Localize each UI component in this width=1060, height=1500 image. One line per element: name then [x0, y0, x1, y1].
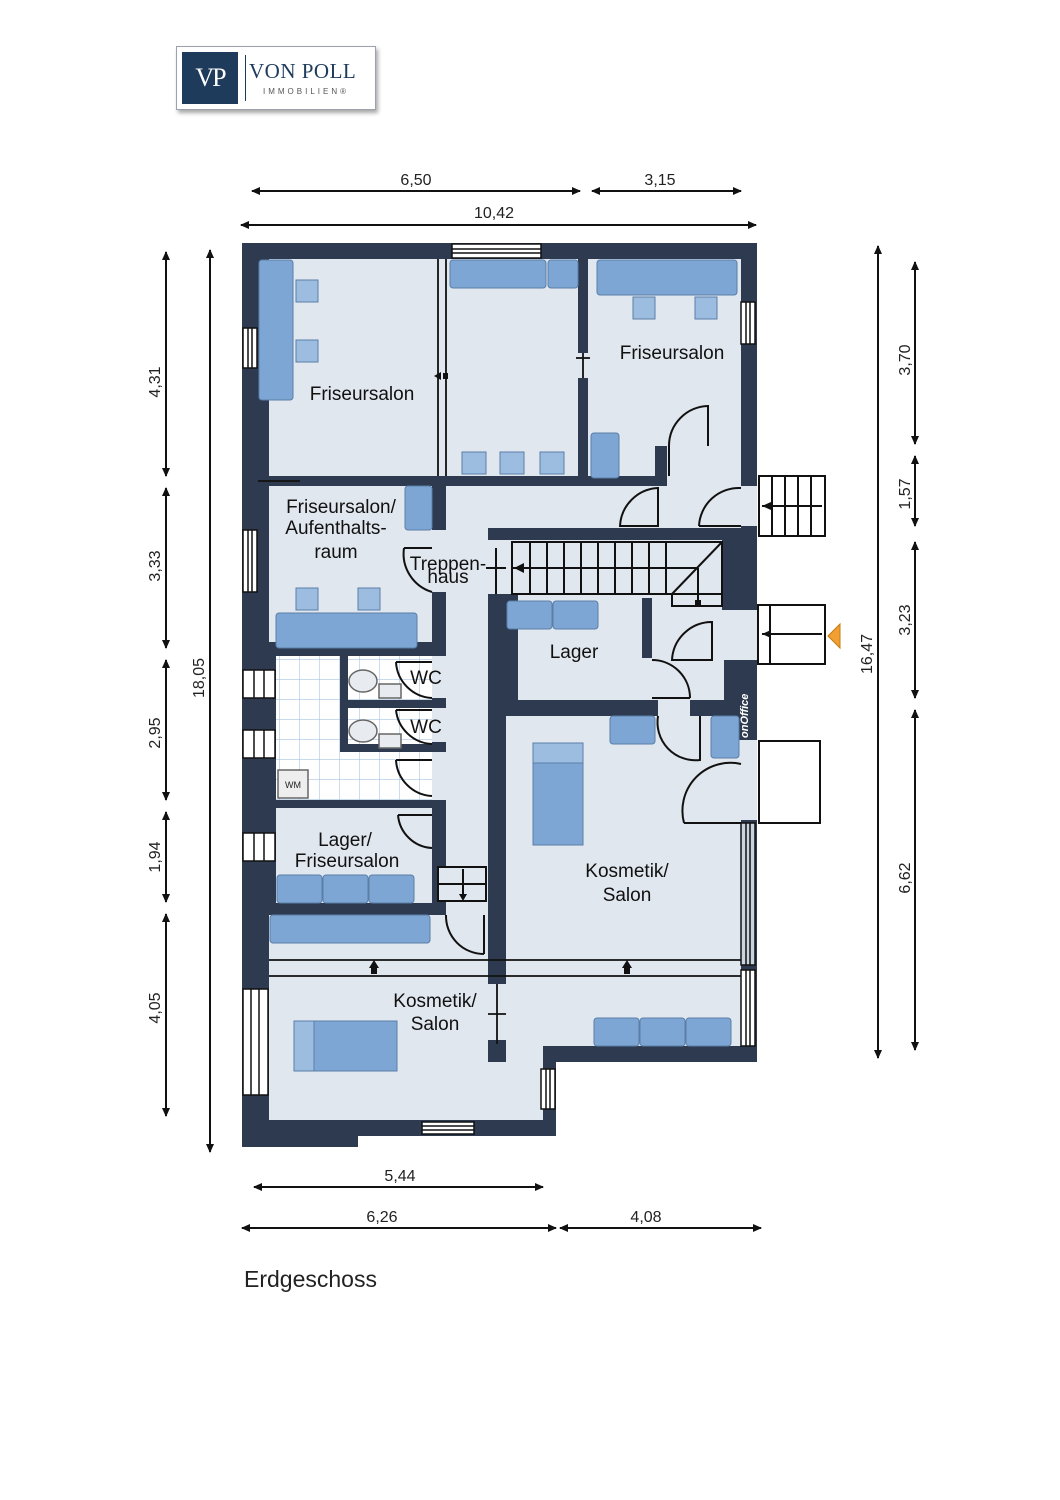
dimensions-left	[162, 249, 214, 1153]
furniture	[258, 259, 740, 1072]
room-label-treppenhaus-1: Treppen-	[410, 554, 486, 575]
entrance-openings	[741, 486, 757, 820]
room-label-friseursalon-aufenthalt-1: Friseursalon/	[286, 497, 397, 518]
dim-bottom-2: 6,26	[366, 1209, 397, 1226]
dim-left-total: 18,05	[191, 658, 208, 698]
dim-bottom-3: 4,08	[630, 1209, 661, 1226]
room-label-lager-friseursalon-2: Friseursalon	[295, 851, 400, 872]
room-label-lager-friseursalon-1: Lager/	[318, 830, 373, 851]
room-label-wm: WM	[285, 780, 301, 790]
dim-left-3: 2,95	[147, 717, 164, 748]
partitions	[258, 259, 741, 1044]
room-label-kosmetik-2a: Kosmetik/	[393, 991, 477, 1012]
entrance-marker-icon	[827, 622, 841, 650]
logo-mark: VP	[182, 52, 238, 104]
dim-top-total: 10,42	[474, 205, 514, 222]
dim-bottom-1: 5,44	[384, 1168, 415, 1185]
dim-top-2: 3,15	[644, 172, 675, 189]
dimensions-bottom	[241, 1183, 762, 1232]
staircase	[486, 541, 723, 607]
room-label-wc-2: WC	[410, 717, 442, 738]
room-labels: Friseursalon Friseursalon Friseursalon/ …	[285, 343, 724, 1035]
dim-left-5: 4,05	[147, 992, 164, 1023]
logo-divider	[245, 55, 246, 101]
partition-markers	[369, 372, 632, 974]
room-label-kosmetik-1b: Salon	[603, 885, 652, 906]
onoffice-watermark: onOffice	[739, 694, 751, 738]
von-poll-logo: VP VON POLL IMMOBILIEN®	[176, 46, 376, 110]
entrance-steps	[757, 475, 826, 824]
inner-steps	[437, 866, 487, 902]
dim-right-3: 3,23	[897, 604, 914, 635]
dim-right-2: 1,57	[897, 478, 914, 509]
dim-left-2: 3,33	[147, 550, 164, 581]
floor-label: Erdgeschoss	[244, 1266, 377, 1292]
room-label-wc-1: WC	[410, 668, 442, 689]
dim-right-4: 6,62	[897, 862, 914, 893]
room-label-friseursalon-aufenthalt-3: raum	[314, 542, 357, 563]
sanitary-fixtures	[277, 669, 402, 799]
room-label-lager: Lager	[550, 642, 599, 663]
dimensions-top	[240, 187, 757, 229]
room-label-kosmetik-1a: Kosmetik/	[585, 861, 669, 882]
room-label-friseursalon-aufenthalt-2: Aufenthalts-	[285, 518, 386, 539]
room-label-friseursalon-2: Friseursalon	[620, 343, 725, 364]
doors	[395, 404, 742, 955]
room-label-treppenhaus-2: haus	[427, 567, 468, 588]
logo-subtitle: IMMOBILIEN®	[263, 87, 350, 96]
room-label-friseursalon-1: Friseursalon	[310, 384, 415, 405]
dimensions-right	[874, 245, 919, 1059]
dim-left-1: 4,31	[147, 366, 164, 397]
dim-right-total: 16,47	[859, 634, 876, 674]
room-label-kosmetik-2b: Salon	[411, 1014, 460, 1035]
dim-right-1: 3,70	[897, 344, 914, 375]
dim-top-1: 6,50	[400, 172, 431, 189]
logo-name: VON POLL	[249, 59, 357, 83]
windows	[242, 243, 756, 1135]
dim-left-4: 1,94	[147, 841, 164, 872]
